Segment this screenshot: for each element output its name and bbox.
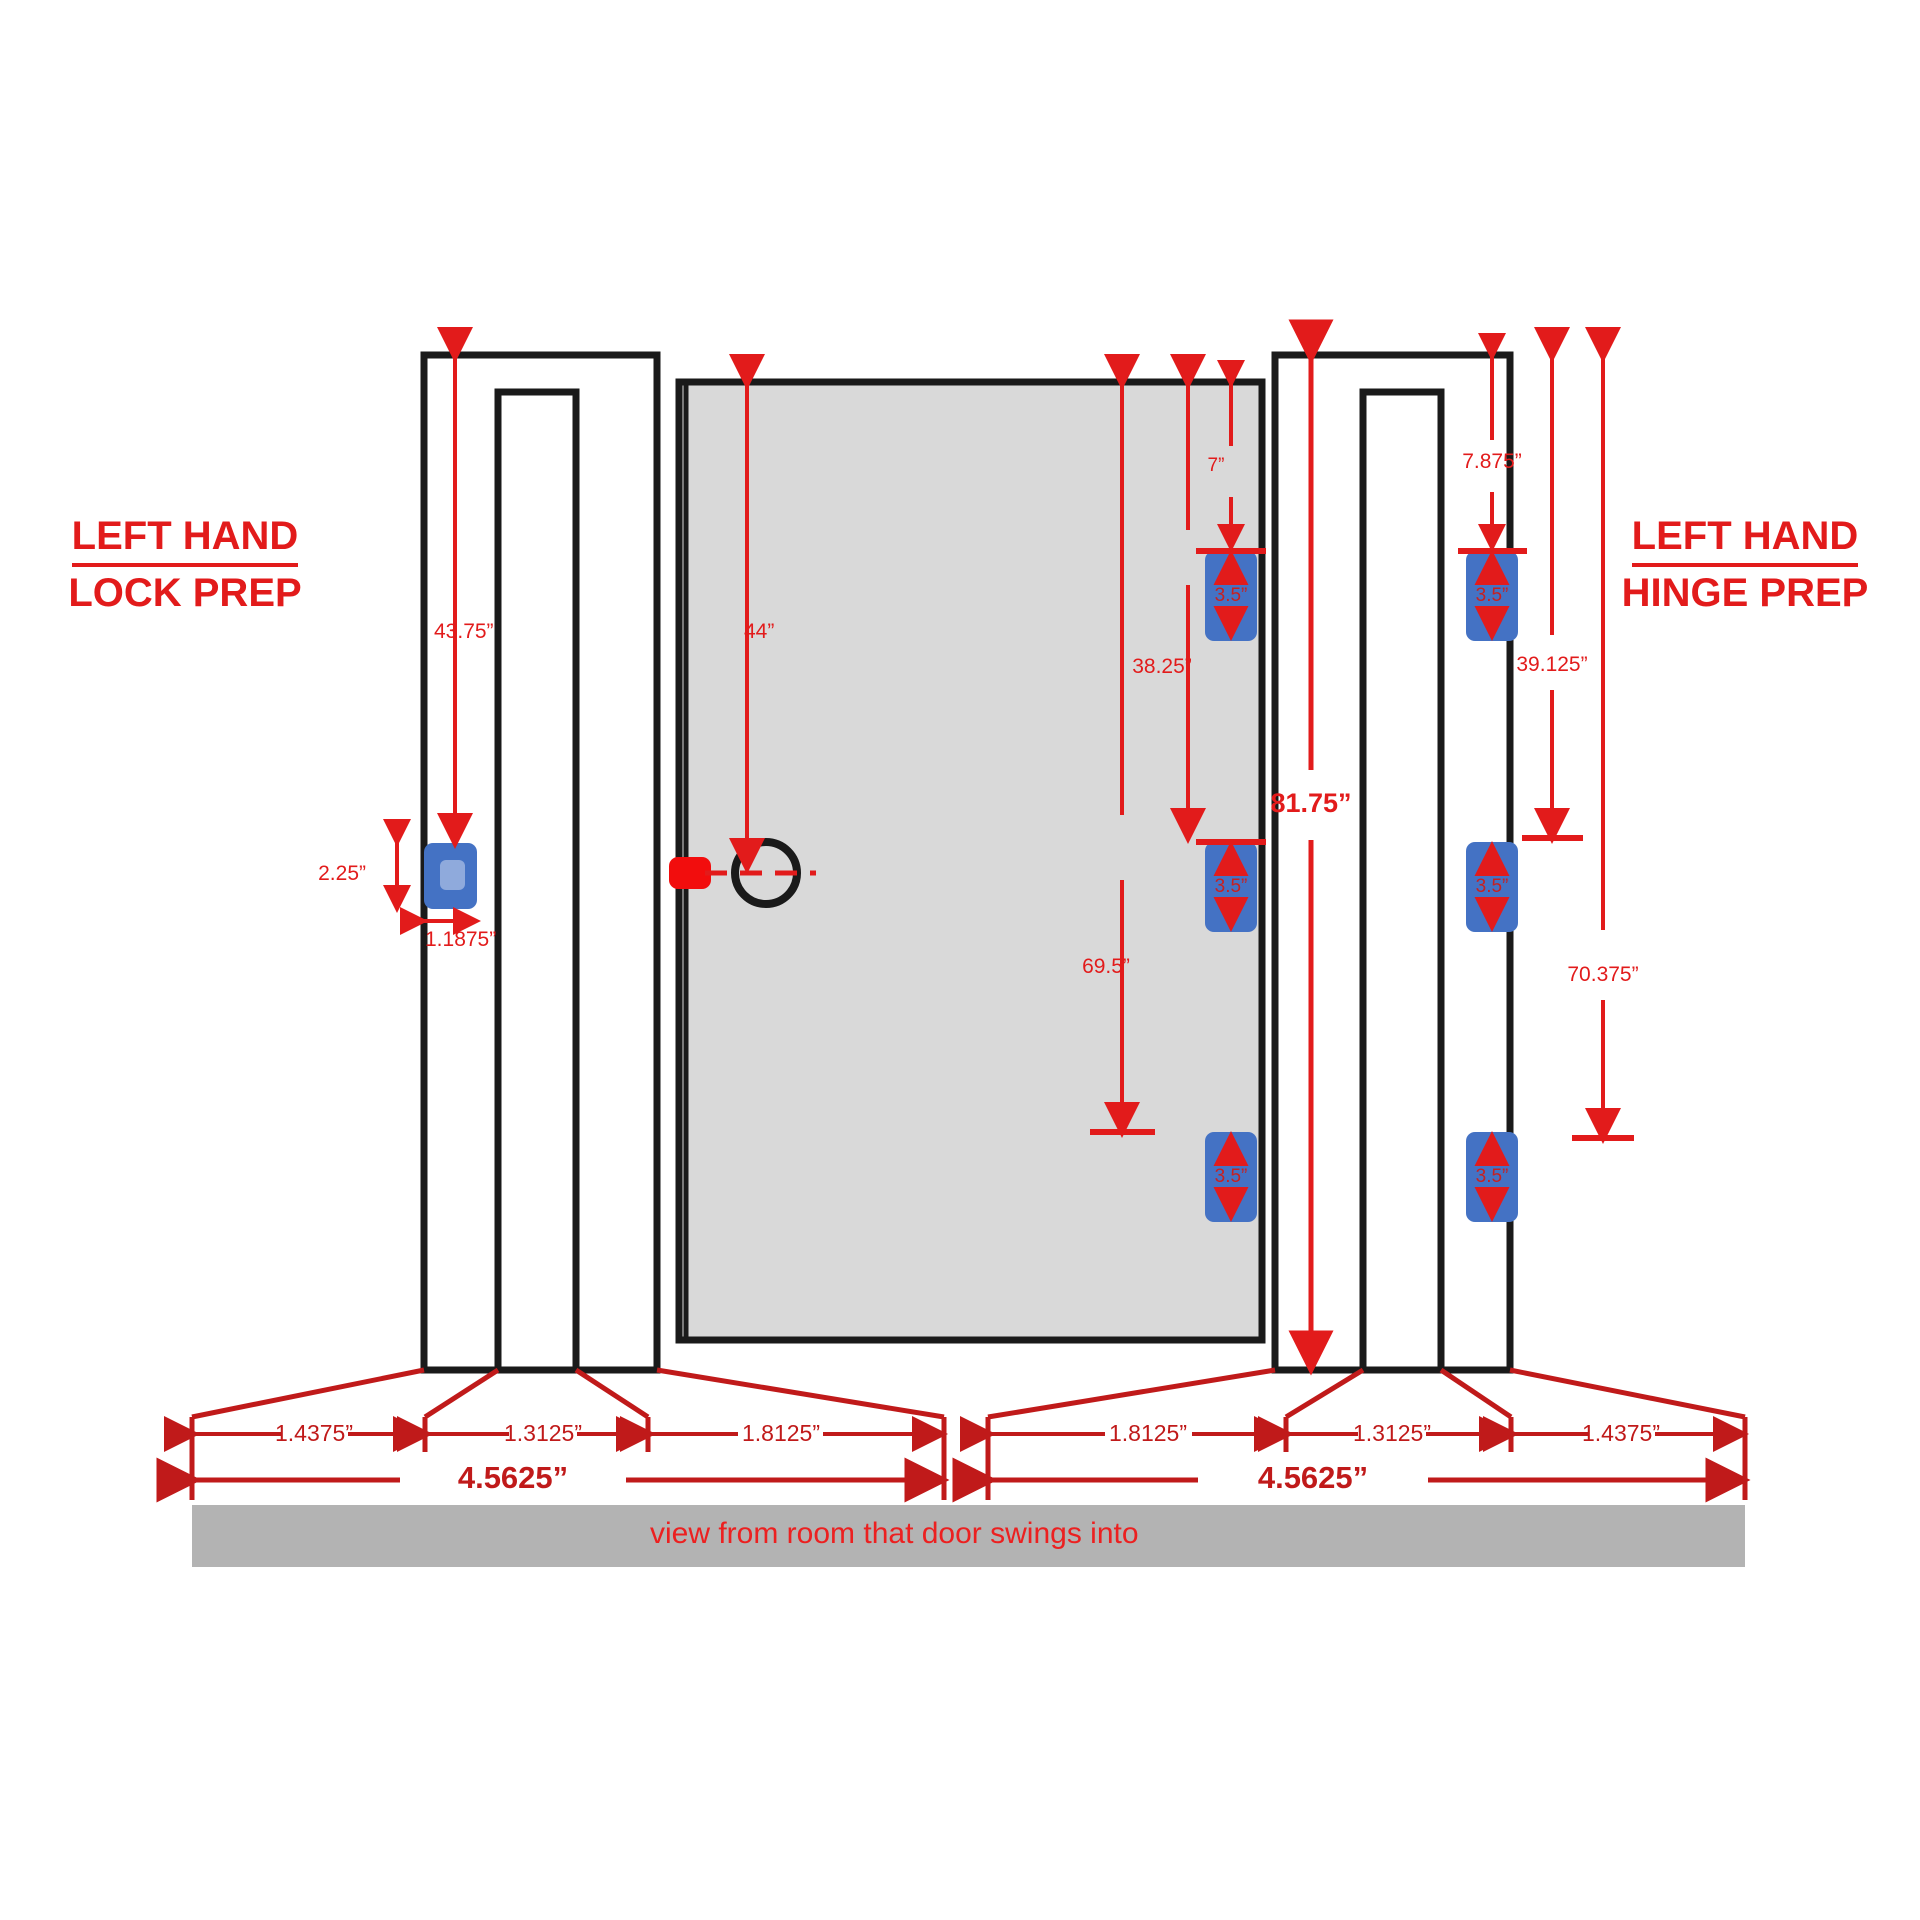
label-left-seg-2: 1.3125” — [503, 1420, 583, 1446]
label-jamb-height: 81.75” — [1270, 788, 1352, 818]
label-door-hinge2-height: 3.5” — [1214, 876, 1248, 897]
label-strike-width: 1.1875” — [425, 928, 497, 951]
label-door-hinge2-to-hinge3: 69.5” — [1082, 955, 1130, 978]
door-panel — [675, 378, 1266, 1344]
title-hinge-prep-line2: HINGE PREP — [1621, 571, 1869, 615]
label-door-top-to-hinge2: 38.25” — [1132, 655, 1192, 678]
label-right-seg-1: 1.8125” — [1108, 1420, 1188, 1446]
title-lock-prep-line2: LOCK PREP — [68, 571, 302, 615]
label-jamb-hinge1-height: 3.5” — [1475, 585, 1509, 606]
dim-door-hinge2-to-hinge3 — [1090, 354, 1155, 1138]
label-jamb-top-to-hinge3: 70.375” — [1567, 963, 1639, 986]
dim-jamb-top-to-hinge3 — [1572, 327, 1634, 1144]
label-right-total-width: 4.5625” — [1257, 1460, 1369, 1495]
label-strike-height: 2.25” — [318, 862, 366, 885]
title-lock-prep-line1: LEFT HAND — [71, 510, 299, 567]
dim-jamb-top-to-hinge2 — [1522, 327, 1583, 844]
label-door-hinge1-height: 3.5” — [1214, 585, 1248, 606]
label-jamb-top-to-hinge1: 7.875” — [1462, 450, 1522, 473]
label-right-seg-2: 1.3125” — [1352, 1420, 1432, 1446]
latch-bolt — [669, 857, 711, 889]
label-door-top-to-hinge1: 7” — [1207, 455, 1225, 476]
label-jamb-hinge2-height: 3.5” — [1475, 876, 1509, 897]
label-jamb-hinge3-height: 3.5” — [1475, 1166, 1509, 1187]
caption-text: view from room that door swings into — [650, 1517, 1139, 1550]
label-left-seg-1: 1.4375” — [274, 1420, 354, 1446]
label-left-seg-3: 1.8125” — [741, 1420, 821, 1446]
title-hinge-prep-line1: LEFT HAND — [1631, 510, 1859, 567]
label-left-total-width: 4.5625” — [457, 1460, 569, 1495]
label-top-to-strike: 43.75” — [434, 620, 494, 643]
right-width-total-dim — [952, 1452, 1751, 1503]
strike-plate — [424, 843, 477, 909]
label-right-seg-3: 1.4375” — [1581, 1420, 1661, 1446]
label-handle-height: 44” — [744, 620, 775, 643]
title-hinge-prep: LEFT HAND HINGE PREP — [1580, 510, 1910, 619]
caption-bar — [192, 1505, 1745, 1567]
label-door-hinge3-height: 3.5” — [1214, 1166, 1248, 1187]
left-width-total-dim — [156, 1452, 950, 1503]
title-lock-prep: LEFT HAND LOCK PREP — [25, 510, 345, 619]
label-jamb-top-to-hinge2: 39.125” — [1516, 653, 1588, 676]
